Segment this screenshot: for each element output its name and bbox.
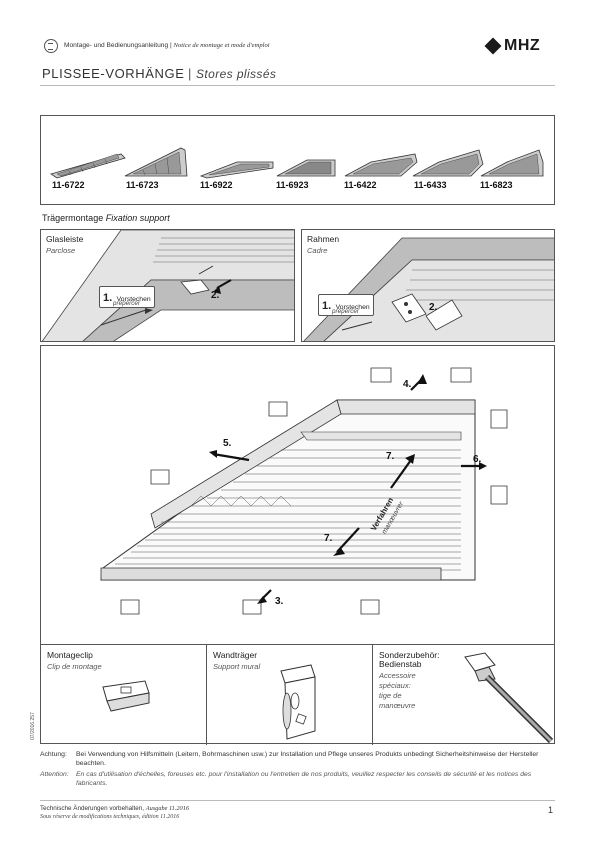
step-5-label: 5. [223,438,232,449]
main-installation-illustration [100,367,508,615]
footer-text-fr: Sous réserve de modifications techniques… [40,814,180,820]
wall-bracket-icon [280,664,316,740]
frame-subtitle: Cadre [307,246,328,255]
panel-frame: Rahmen Cadre 1. Vorstechen prépercer 2. [301,229,555,342]
product-code: 11-6723 [126,180,159,190]
document-code: 07/2016.257 [30,712,36,740]
step-number: 1. [322,300,332,312]
main-installation-figure: 5. 4. 6. 7. 7. 3. Verfahren manœuvrer [40,345,555,645]
section-title-de: Trägermontage [42,213,104,223]
footer-edition-de: Ausgabe 11.2016 [145,805,189,812]
brand-name: MHZ [504,37,541,54]
footer-de: Technische Änderungen vorbehalten, Ausga… [40,805,189,812]
doc-type-separator: | [169,42,172,49]
warning-key-fr: Attention: [40,771,69,778]
footer-text-de: Technische Änderungen vorbehalten, [40,805,144,812]
doc-type-fr: Notice de montage et mode d'emploi [173,42,270,49]
product-illustration [412,149,484,177]
brand-diamond-icon [484,37,502,55]
product-code: 11-6433 [414,180,447,190]
step-3-label: 3. [275,596,284,607]
product-item: 11-6723 [123,140,203,200]
product-code: 11-6722 [52,180,85,190]
product-overview: 11-6722 11-6723 11-6922 11-6923 11-6422 [40,115,555,205]
brand-logo: MHZ [484,37,553,56]
frame-illustration [303,237,554,341]
title-de: PLISSEE-VORHÄNGE [42,66,185,81]
step-4-label: 4. [403,379,412,390]
frame-title: Rahmen [307,234,340,244]
accessory-title-de-2: Bedienstab [379,659,422,669]
step-text-fr: prépercer [113,300,140,307]
accessory-title-fr: Support mural [213,662,261,671]
accessory-title-de: Wandträger [213,650,258,660]
page-number: 1 [547,805,553,815]
section-title: Trägermontage Fixation support [42,213,170,223]
accessory-title-fr: Clip de montage [47,662,102,671]
accessory-title-de: Sonderzubehör: [379,650,440,660]
product-code: 11-6422 [344,180,377,190]
frame-step-2: 2. [429,302,438,313]
product-code: 11-6923 [276,180,309,190]
product-item: 11-6422 [341,140,421,200]
step-6-label: 6. [473,454,482,465]
warning-key-de: Achtung: [40,751,67,758]
accessory-wall-bracket: Wandträger Support mural [207,645,373,745]
accessory-mounting-clip: Montageclip Clip de montage [41,645,207,745]
title-fr: Stores plissés [196,67,277,81]
step-text-de: Vorstechen [116,296,151,303]
step-7b-label: 7. [324,533,333,544]
warning-text-de: Bei Verwendung von Hilfsmitteln (Leitern… [76,751,539,767]
title-separator: | [188,66,192,81]
product-item: 11-6923 [273,140,353,200]
accessory-title-fr-2: spéciaux: [379,681,411,690]
glass-step-2: 2. [211,290,220,301]
product-item: 11-6433 [411,140,491,200]
accessories-row: Montageclip Clip de montage Wandträger S… [40,644,556,745]
accessory-title-fr-4: manœuvre [379,701,416,710]
document-type: Montage- und Bedienungsanleitung | Notic… [64,42,270,49]
warning-fr: Attention: En cas d'utilisation d'échell… [40,770,555,788]
step-number: 1. [103,292,113,304]
step-text-fr: prépercer [332,308,359,315]
mounting-clip-icon [102,680,150,712]
accessory-control-rod: Sonderzubehör: Bedienstab Accessoire spé… [373,645,556,745]
accessory-title-de: Montageclip [47,650,93,660]
product-illustration [480,149,544,177]
step-7a-label: 7. [386,451,395,462]
warning-de: Achtung: Bei Verwendung von Hilfsmitteln… [40,750,555,768]
glass-bead-illustration [41,230,294,341]
product-code: 11-6823 [480,180,513,190]
accessory-title-fr: Accessoire [379,671,416,680]
accessory-title-fr-3: tige de [379,691,402,700]
step-text-de: Vorstechen [335,304,370,311]
page-title: PLISSEE-VORHÄNGE | Stores plissés [40,64,555,86]
product-illustration [50,153,126,179]
safety-warning: Achtung: Bei Verwendung von Hilfsmitteln… [40,750,555,790]
manual-icon [44,39,58,53]
frame-step-1: 1. Vorstechen [318,294,374,316]
section-title-fr: Fixation support [105,213,170,223]
warning-text-fr: En cas d'utilisation d'échelles, foreuse… [76,771,532,787]
product-illustration [276,159,336,177]
document-header: Montage- und Bedienungsanleitung | Notic… [40,37,555,60]
glass-bead-title: Glasleiste [46,234,84,244]
panel-glass-bead: Glasleiste Parclose 1. Vorstechen préper… [40,229,295,342]
product-item: 11-6922 [197,140,277,200]
glass-bead-subtitle: Parclose [46,246,76,255]
page-footer: Technische Änderungen vorbehalten, Ausga… [40,800,555,830]
product-illustration [199,161,274,179]
product-illustration [124,147,188,177]
doc-type-de: Montage- und Bedienungsanleitung [64,42,169,49]
product-item: 11-6823 [477,140,557,200]
product-code: 11-6922 [200,180,233,190]
product-illustration [344,153,418,177]
control-rod-icon [464,652,554,744]
product-item: 11-6722 [49,140,129,200]
glass-step-1: 1. Vorstechen [99,286,155,308]
